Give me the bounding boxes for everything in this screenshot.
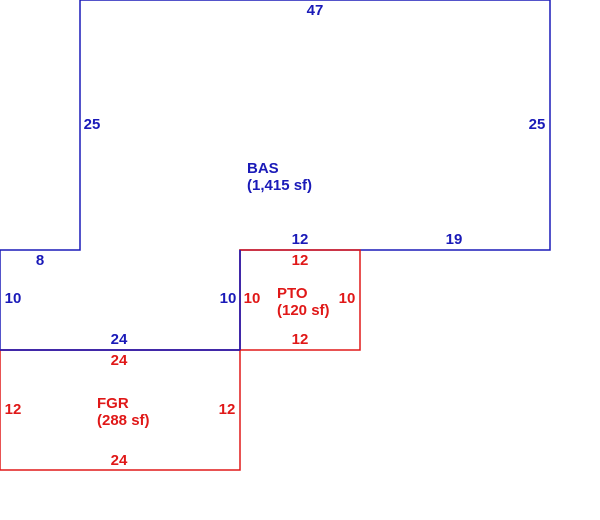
fgr-dim-top: 24 <box>111 352 128 369</box>
fgr-dim-left: 12 <box>5 401 22 418</box>
fgr-dim-bottom: 24 <box>111 452 128 469</box>
bas-dim-top: 47 <box>307 2 324 19</box>
pto-area-label: (120 sf) <box>277 302 330 319</box>
bas-dim-inner-right: 10 <box>220 290 237 307</box>
bas-area-label: (1,415 sf) <box>247 177 312 194</box>
bas-dim-right: 25 <box>529 116 546 133</box>
pto-dim-top: 12 <box>292 252 309 269</box>
bas-dim-left-step: 8 <box>36 252 44 269</box>
bas-code-label: BAS <box>247 160 279 177</box>
fgr-dim-right: 12 <box>219 401 236 418</box>
bas-dim-bottom-left: 24 <box>111 331 128 348</box>
pto-dim-left: 10 <box>244 290 261 307</box>
fgr-area-label: (288 sf) <box>97 412 150 429</box>
bas-dim-left-lower: 10 <box>5 290 22 307</box>
bas-dim-left-upper: 25 <box>84 116 101 133</box>
pto-dim-bottom: 12 <box>292 331 309 348</box>
pto-dim-right: 10 <box>339 290 356 307</box>
pto-code-label: PTO <box>277 285 308 302</box>
bas-dim-bottom-mid: 12 <box>292 231 309 248</box>
fgr-code-label: FGR <box>97 395 129 412</box>
bas-dim-bottom-right: 19 <box>446 231 463 248</box>
